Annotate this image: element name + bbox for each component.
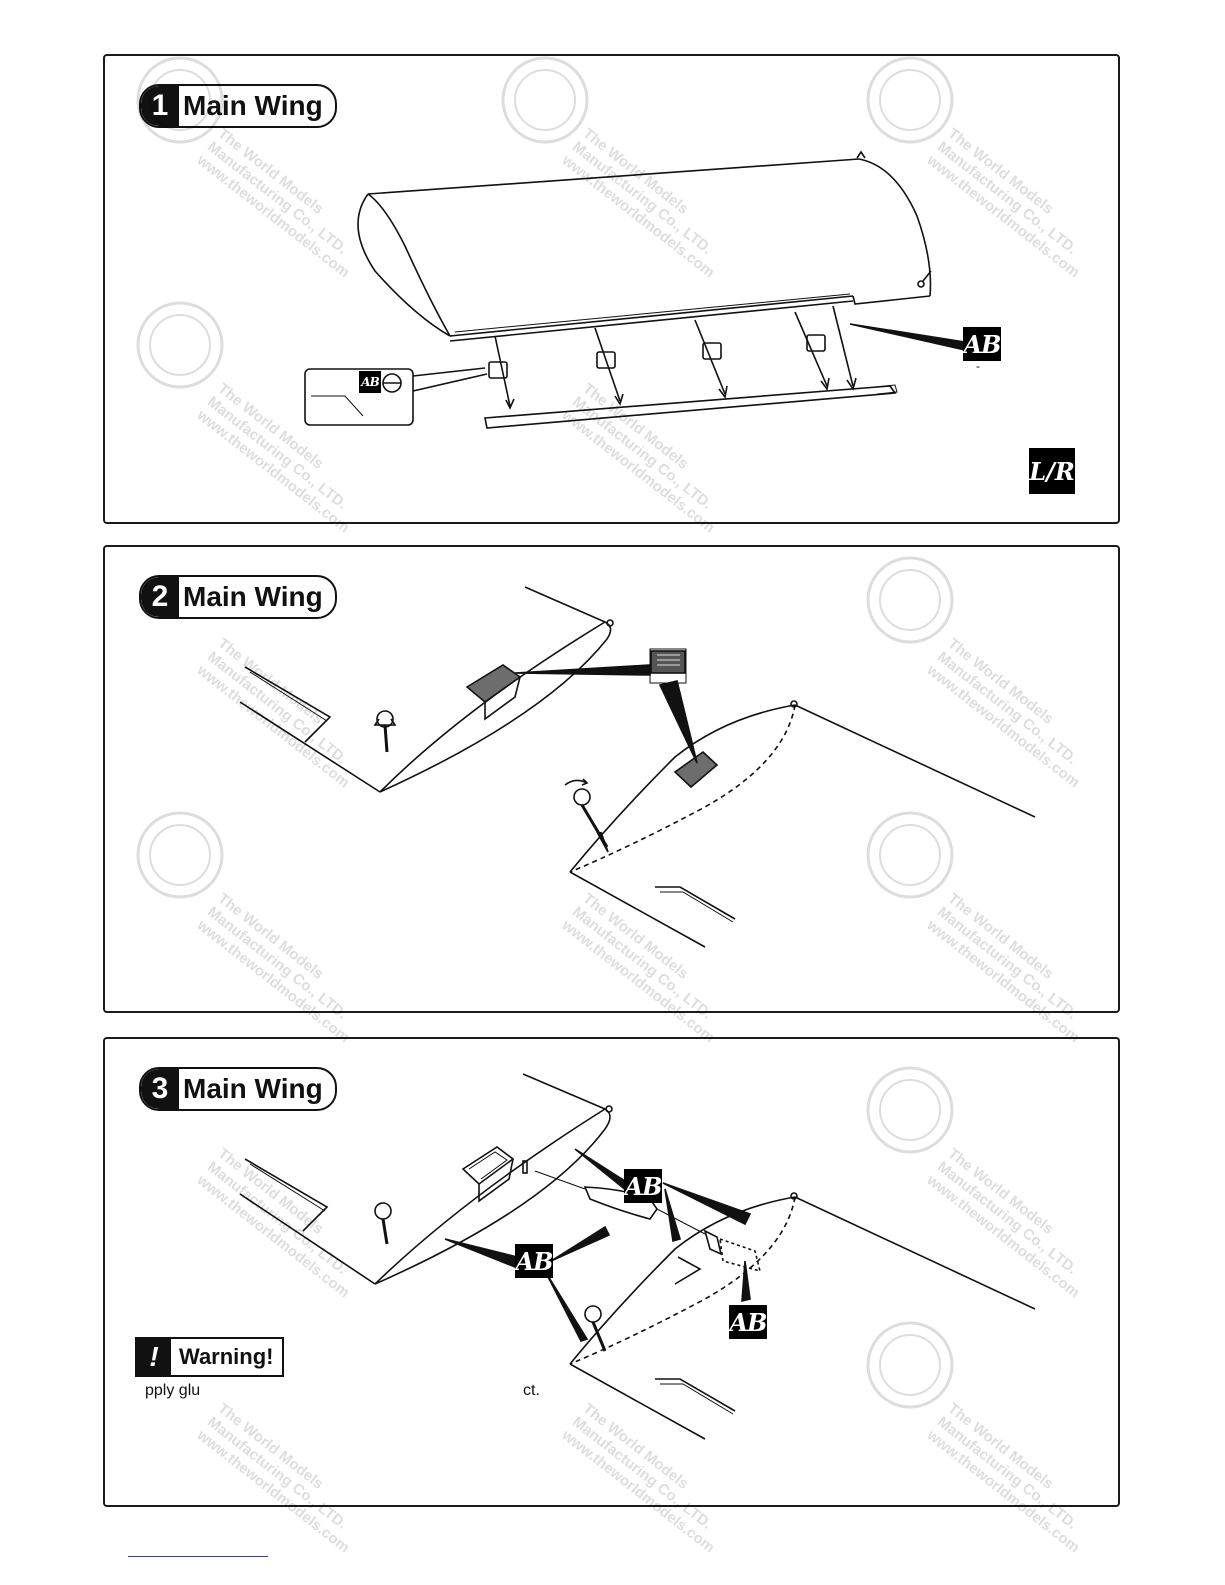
- wing-joining-diagram: [239, 586, 1036, 948]
- step-number: 1: [141, 86, 179, 126]
- warning-label: ! Warning!: [135, 1337, 284, 1377]
- ab-glue-icon: AB: [729, 1305, 767, 1339]
- step-number: 2: [141, 577, 179, 617]
- step-title: Main Wing: [183, 90, 323, 121]
- dash-mark: -: [976, 359, 980, 373]
- step-1-header: 1 Main Wing: [139, 84, 337, 128]
- wing-spar-diagram: [239, 1073, 1036, 1440]
- step-3-header: 3 Main Wing: [139, 1067, 337, 1111]
- ab-glue-icon: AB: [359, 371, 381, 393]
- ab-glue-icon: AB: [963, 327, 1001, 361]
- ab-glue-icon: AB: [515, 1244, 553, 1278]
- warning-text-left: pply glu: [145, 1382, 201, 1399]
- footer-link-underline[interactable]: [128, 1556, 268, 1557]
- step-number: 3: [141, 1069, 179, 1109]
- left-right-icon: L/R: [1029, 448, 1075, 494]
- step-3-panel: 3 Main Wing: [103, 1037, 1120, 1507]
- ab-glue-icon: AB: [624, 1169, 662, 1203]
- step-title: Main Wing: [183, 1073, 323, 1104]
- step-1-panel: 1 Main Wing: [103, 54, 1120, 524]
- step-title: Main Wing: [183, 581, 323, 612]
- wing-hinge-diagram: [304, 150, 966, 429]
- warning-icon: !: [137, 1339, 171, 1375]
- step-2-header: 2 Main Wing: [139, 575, 337, 619]
- step-2-panel: 2 Main Wing: [103, 545, 1120, 1013]
- warning-text-right: ct.: [523, 1382, 540, 1399]
- warning-title: Warning!: [179, 1344, 274, 1369]
